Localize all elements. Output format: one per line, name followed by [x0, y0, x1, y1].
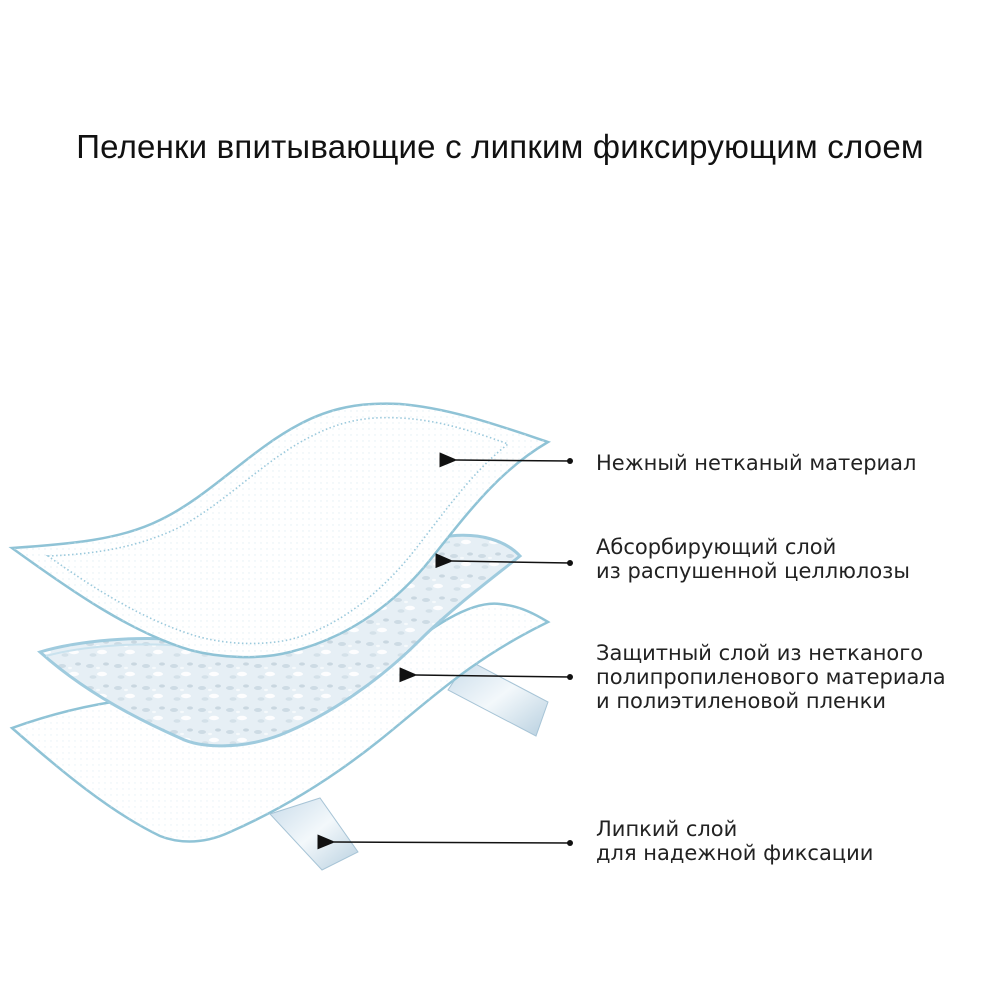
top-layer-sheet: [8, 402, 552, 659]
label-adhesive-layer: Липкий слой для надежной фиксации: [596, 817, 873, 865]
label-absorbent-layer-line-2: из распушенной целлюлозы: [596, 559, 910, 583]
label-absorbent-layer-line-1: Абсорбирующий слой: [596, 535, 837, 559]
label-top-layer: Нежный нетканый материал: [596, 451, 916, 475]
label-top-layer-line-1: Нежный нетканый материал: [596, 451, 917, 475]
adhesive-tape-bottom: [269, 797, 359, 871]
label-protective-layer-line-3: и полиэтиленовой пленки: [596, 689, 886, 713]
label-protective-layer: Защитный слой из нетканого полипропилено…: [596, 641, 946, 713]
leader-protective: [399, 667, 573, 683]
label-adhesive-layer-line-2: для надежной фиксации: [596, 841, 874, 865]
leader-top: [439, 452, 573, 468]
leader-adhesive: [317, 834, 573, 850]
label-protective-layer-line-2: полипропиленового материала: [596, 665, 946, 689]
label-protective-layer-line-1: Защитный слой из нетканого: [596, 641, 924, 665]
leader-absorbent: [435, 553, 573, 569]
label-adhesive-layer-line-1: Липкий слой: [596, 817, 738, 841]
label-absorbent-layer: Абсорбирующий слой из распушенной целлюл…: [596, 535, 910, 583]
page-title: Пеленки впитывающие с липким фиксирующим…: [76, 128, 924, 165]
